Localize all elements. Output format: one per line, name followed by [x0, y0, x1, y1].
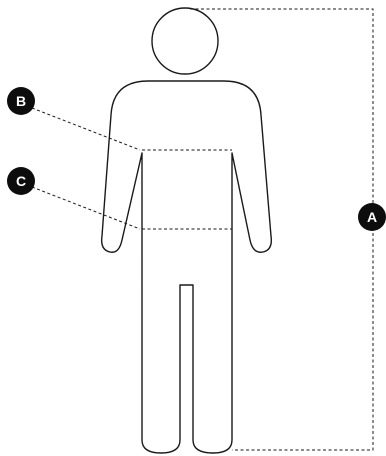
marker-label-c: C — [16, 173, 26, 189]
marker-badge-c-circle — [7, 167, 35, 195]
figure-body — [100, 80, 273, 454]
marker-label-b: B — [16, 93, 26, 109]
figure-head — [151, 7, 219, 75]
waist-measurement — [31, 186, 232, 230]
waist-leader-line — [31, 186, 141, 230]
chest-measurement — [31, 107, 232, 151]
marker-badge-b: B — [7, 87, 35, 115]
human-figure — [100, 7, 273, 454]
chest-leader-line — [31, 107, 141, 151]
marker-badge-c: C — [7, 167, 35, 195]
marker-badge-a-circle — [358, 203, 386, 231]
marker-badge-a: A — [358, 203, 386, 231]
marker-label-a: A — [367, 209, 377, 225]
marker-badge-b-circle — [7, 87, 35, 115]
